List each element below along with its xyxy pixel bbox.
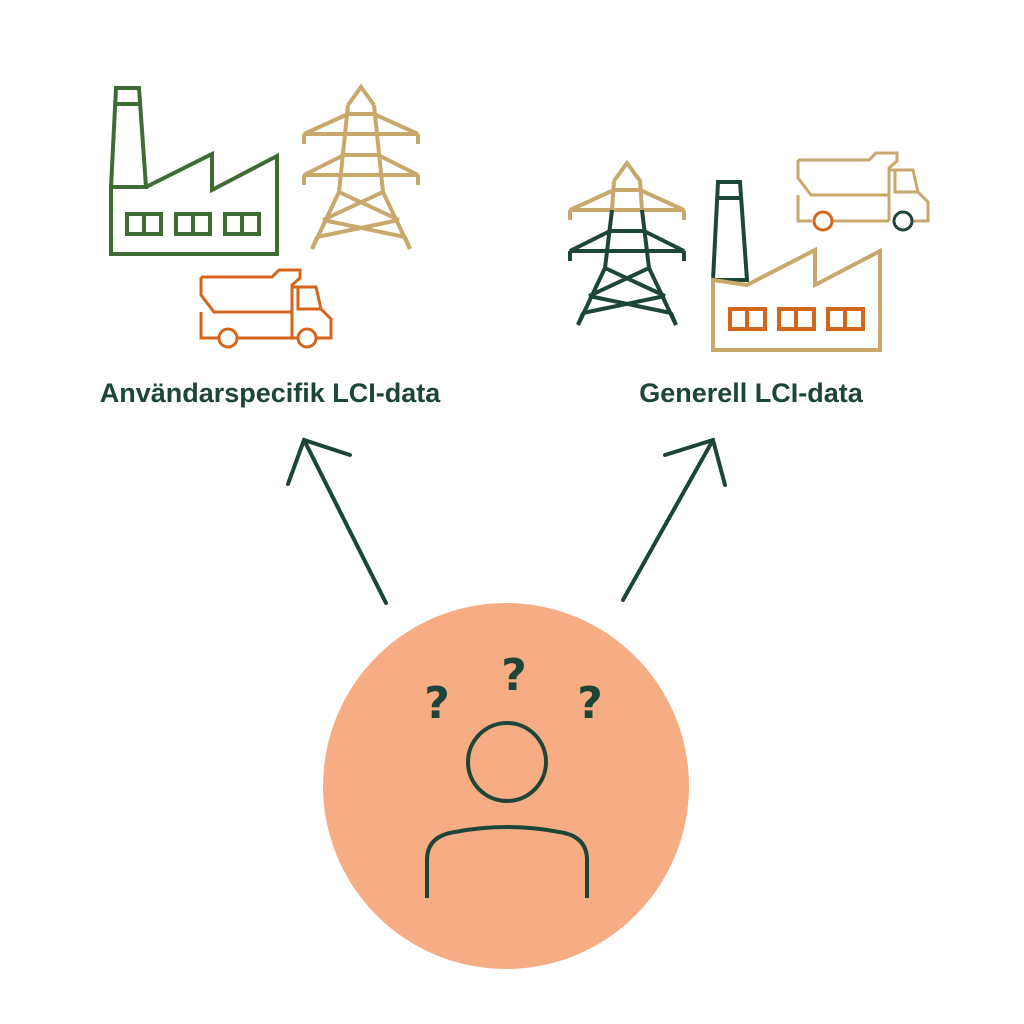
arrow-right: [621, 437, 727, 602]
factory-icon-right: [710, 180, 882, 352]
truck-icon-right: [796, 151, 930, 232]
label-generic-lci-data: Generell LCI-data: [639, 378, 863, 408]
person-circle-background: [323, 603, 689, 969]
question-mark-icon: ?: [501, 650, 527, 701]
pylon-icon-right: [568, 159, 686, 326]
truck-icon-left: [199, 268, 333, 349]
question-mark-icon: ?: [424, 678, 450, 729]
label-user-specific-lci-data: Användarspecifik LCI-data: [99, 378, 441, 408]
question-mark-icon: ?: [577, 678, 603, 729]
pylon-icon-left: [302, 83, 420, 250]
factory-icon-left: [108, 86, 279, 256]
arrow-left: [286, 437, 388, 605]
person-icon: [425, 721, 589, 898]
